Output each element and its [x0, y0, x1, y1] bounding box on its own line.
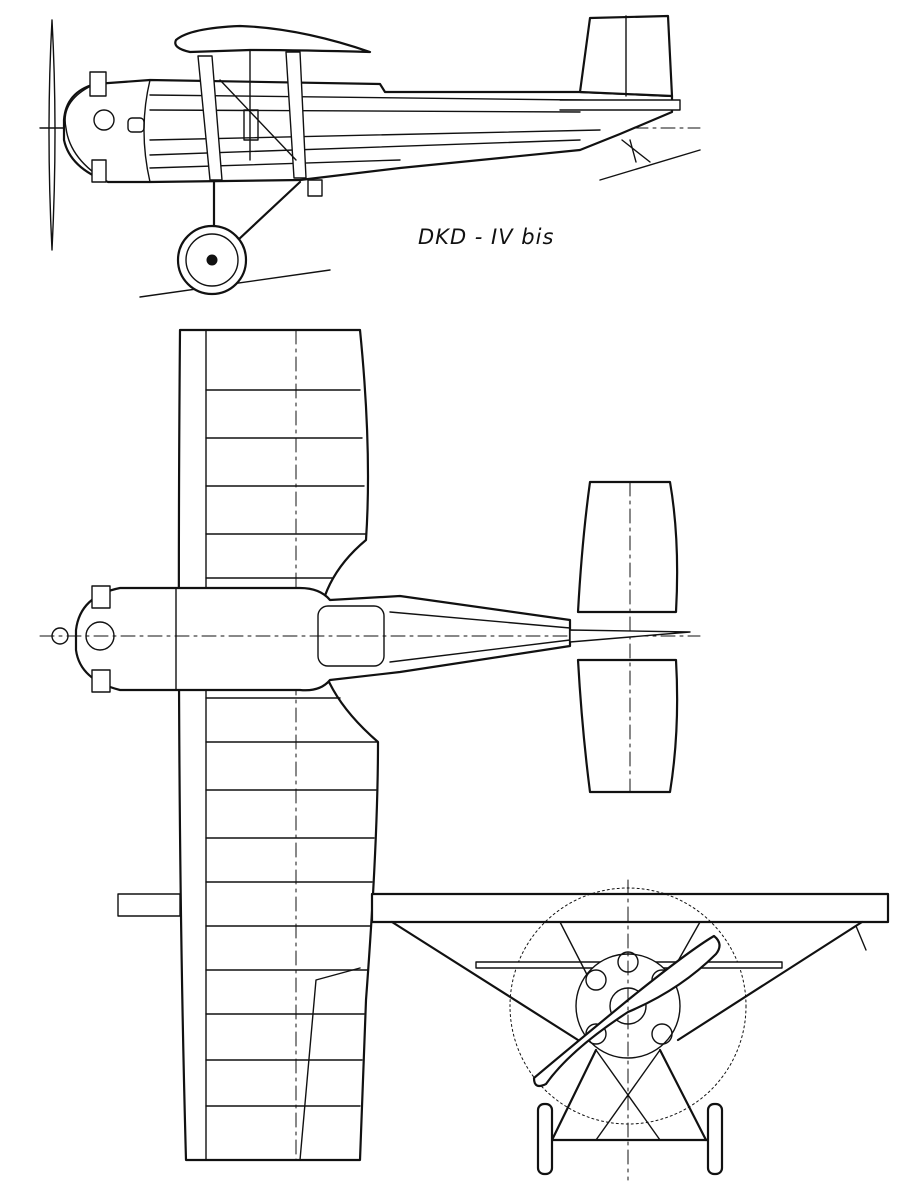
front-view	[117, 879, 890, 1181]
landing-gear-side	[176, 179, 323, 296]
fuselage-top	[51, 585, 572, 693]
wing-planform	[177, 328, 380, 1162]
propeller-front	[532, 934, 721, 1088]
upper-wing-front	[370, 892, 890, 924]
top-view	[39, 328, 701, 1162]
side-view: DKD - IV bis	[39, 14, 701, 298]
tailplane-top	[569, 480, 691, 794]
cabane-struts	[197, 49, 307, 181]
landing-gear-front	[536, 1048, 724, 1176]
tail-side	[559, 14, 681, 163]
drawing-title: DKD - IV bis	[418, 225, 554, 249]
wing-ribs	[205, 389, 379, 1107]
upper-wing-side	[174, 24, 372, 54]
propeller-side	[39, 19, 67, 251]
